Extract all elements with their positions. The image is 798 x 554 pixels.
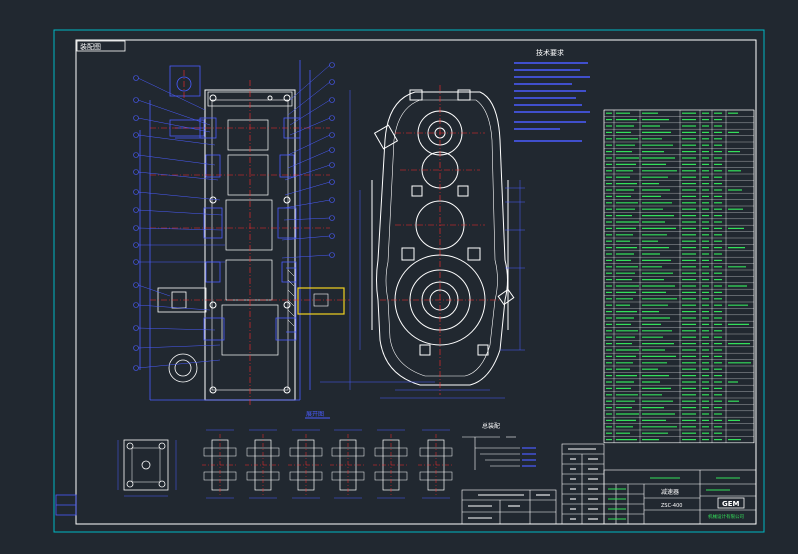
title-block-drawing-no: ZSC-400 bbox=[661, 503, 682, 509]
callout-balloon bbox=[133, 302, 139, 308]
assembly-legend-labels bbox=[522, 447, 536, 467]
callout-balloon bbox=[329, 252, 335, 258]
callout-balloon bbox=[329, 179, 335, 185]
performance-table bbox=[561, 443, 605, 525]
centerlines-front bbox=[150, 70, 350, 405]
lug-7 bbox=[419, 344, 431, 356]
shaft-section bbox=[418, 429, 454, 499]
callout-balloon bbox=[329, 147, 335, 153]
callout-balloon bbox=[133, 152, 139, 158]
callout-balloon bbox=[133, 75, 139, 81]
performance-table-text bbox=[568, 448, 598, 520]
callout-balloon bbox=[133, 97, 139, 103]
callout-balloon bbox=[133, 189, 139, 195]
side-dimensions bbox=[320, 90, 525, 399]
assembly-label: 总装配 bbox=[482, 422, 500, 430]
drawing-frame bbox=[75, 39, 757, 525]
callout-balloon bbox=[329, 62, 335, 68]
shaft-section bbox=[245, 429, 281, 499]
drain-plug bbox=[497, 288, 515, 306]
side-housing-inner bbox=[385, 99, 498, 377]
callout-balloon bbox=[133, 365, 139, 371]
callout-balloon bbox=[329, 115, 335, 121]
gear-block-1 bbox=[227, 119, 269, 151]
callout-balloon bbox=[133, 225, 139, 231]
shaft-section bbox=[330, 429, 366, 499]
plan-view-dims bbox=[117, 440, 177, 497]
callout-balloon bbox=[133, 282, 139, 288]
callout-balloon bbox=[133, 345, 139, 351]
callout-balloon bbox=[133, 242, 139, 248]
callout-balloon bbox=[133, 259, 139, 265]
callout-balloon bbox=[133, 115, 139, 121]
bill-of-materials-table[interactable] bbox=[603, 109, 755, 444]
plan-view bbox=[123, 439, 169, 491]
title-block-company: 机械设计有限公司 bbox=[708, 513, 744, 520]
callout-balloon bbox=[329, 97, 335, 103]
callout-balloon bbox=[329, 162, 335, 168]
gear-block-4 bbox=[225, 259, 273, 301]
assembly-legend bbox=[462, 436, 520, 470]
callout-balloon bbox=[329, 132, 335, 138]
signature-block bbox=[461, 489, 557, 525]
leader-lines-left bbox=[137, 64, 331, 369]
drawing-tag: 装配图 bbox=[80, 42, 101, 51]
lug-8 bbox=[477, 344, 489, 356]
section-title: 展开图 bbox=[306, 411, 324, 418]
callout-balloon bbox=[133, 132, 139, 138]
callout-balloon bbox=[133, 169, 139, 175]
drawing-tag-box bbox=[76, 40, 126, 52]
callout-balloon bbox=[329, 233, 335, 239]
tech-requirements-title: 技术要求 bbox=[536, 48, 564, 57]
centerlines-side bbox=[380, 85, 500, 395]
callout-balloon bbox=[329, 79, 335, 85]
callout-balloon bbox=[329, 215, 335, 221]
lug-6 bbox=[467, 247, 481, 261]
tech-requirements-lines bbox=[514, 62, 590, 142]
callout-balloon bbox=[133, 207, 139, 213]
gear-block-3 bbox=[225, 199, 273, 251]
sheet-outer-border bbox=[53, 29, 765, 533]
output-shaft-yellow[interactable] bbox=[297, 287, 345, 315]
shaft-section bbox=[202, 429, 238, 499]
bolts bbox=[209, 94, 291, 394]
callout-balloon bbox=[133, 325, 139, 331]
hatch-strip bbox=[287, 269, 295, 327]
title-block-logo: GEM bbox=[722, 500, 740, 508]
shaft-section bbox=[373, 429, 409, 499]
lug-1 bbox=[409, 89, 423, 101]
title-block-name: 减速器 bbox=[661, 488, 679, 496]
callout-balloon bbox=[329, 197, 335, 203]
shaft-section bbox=[288, 429, 324, 499]
lug-3 bbox=[411, 185, 423, 197]
lug-2 bbox=[457, 89, 471, 101]
lug-5 bbox=[401, 247, 415, 261]
lug-4 bbox=[457, 185, 469, 197]
breather bbox=[373, 124, 399, 150]
front-view-blue-details bbox=[139, 60, 311, 401]
title-block-green-text bbox=[608, 477, 740, 520]
side-housing-outline bbox=[376, 91, 508, 386]
side-view[interactable] bbox=[371, 89, 515, 386]
bottom-gear bbox=[168, 353, 198, 383]
title-block[interactable] bbox=[603, 469, 757, 525]
shaft-sections bbox=[202, 429, 454, 499]
title-block-logo-box bbox=[717, 497, 745, 509]
signature-block-text bbox=[468, 494, 550, 519]
